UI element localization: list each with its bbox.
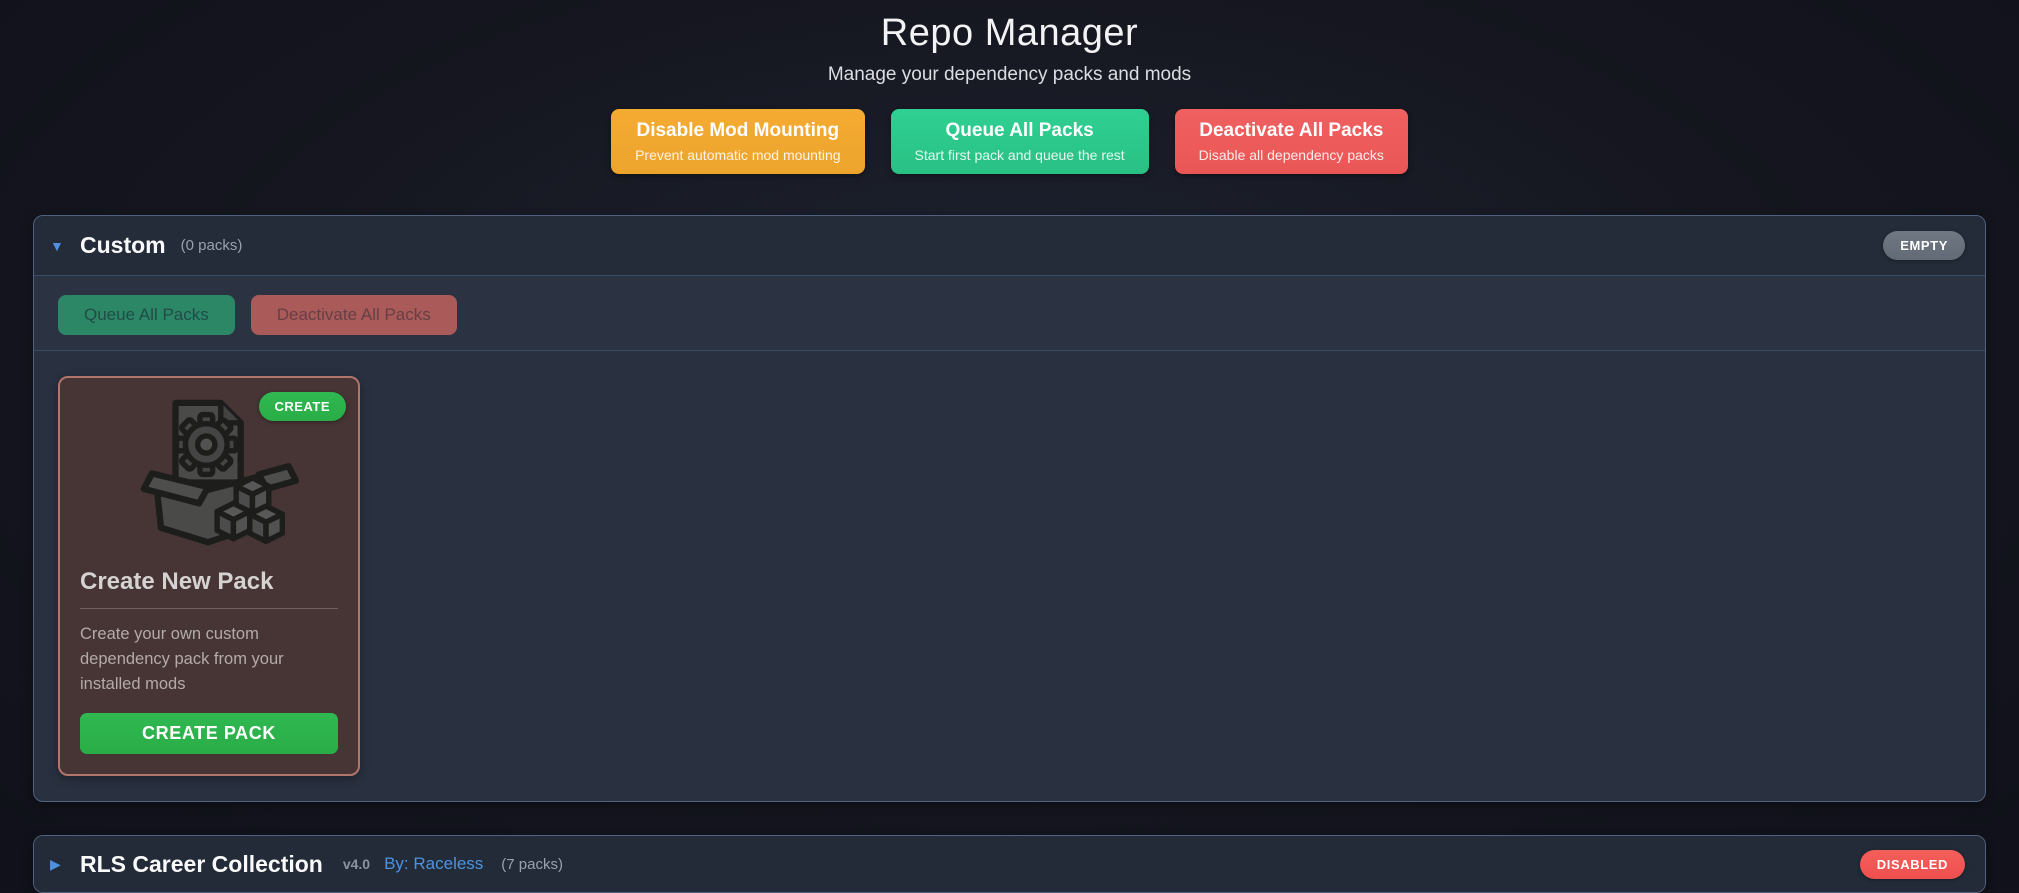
deactivate-all-packs-global-button[interactable]: Deactivate All Packs Disable all depende… <box>1174 109 1408 174</box>
create-pack-card-description: Create your own custom dependency pack f… <box>80 625 284 693</box>
queue-all-packs-label: Queue All Packs <box>945 120 1094 141</box>
section-rls-author-link[interactable]: By: Raceless <box>384 854 484 874</box>
deactivate-all-packs-sublabel: Disable all dependency packs <box>1198 147 1384 163</box>
page-header: Repo Manager Manage your dependency pack… <box>0 0 2019 174</box>
chevron-down-icon[interactable]: ▼ <box>50 237 64 254</box>
page-subtitle: Manage your dependency packs and mods <box>827 64 1192 85</box>
section-custom-header[interactable]: ▼ Custom (0 packs) EMPTY <box>34 216 1985 276</box>
card-divider <box>80 608 338 609</box>
section-rls-career-collection: ▶ RLS Career Collection v4.0 By: Raceles… <box>33 835 1986 893</box>
disable-mod-mounting-label: Disable Mod Mounting <box>636 120 840 141</box>
queue-all-packs-sublabel: Start first pack and queue the rest <box>914 147 1125 163</box>
package-box-icon <box>101 392 317 564</box>
queue-all-packs-global-button[interactable]: Queue All Packs Start first pack and que… <box>890 109 1149 174</box>
chevron-right-icon[interactable]: ▶ <box>50 855 61 872</box>
create-pack-card: CREATE <box>58 376 360 777</box>
section-rls-version: v4.0 <box>342 856 371 873</box>
section-custom-pack-count: (0 packs) <box>180 237 243 254</box>
section-custom: ▼ Custom (0 packs) EMPTY Queue All Packs… <box>33 215 1986 803</box>
disabled-status-badge: DISABLED <box>1859 849 1965 879</box>
queue-all-packs-section-button[interactable]: Queue All Packs <box>58 295 235 335</box>
section-rls-pack-count: (7 packs) <box>501 855 563 873</box>
section-custom-toolbar: Queue All Packs Deactivate All Packs <box>34 276 1985 351</box>
disable-mod-mounting-sublabel: Prevent automatic mod mounting <box>635 147 841 163</box>
deactivate-all-packs-label: Deactivate All Packs <box>1199 120 1384 141</box>
create-pack-button[interactable]: CREATE PACK <box>80 713 338 755</box>
section-custom-body: CREATE <box>34 351 1985 801</box>
create-pack-card-title: Create New Pack <box>80 568 274 595</box>
deactivate-all-packs-section-button[interactable]: Deactivate All Packs <box>250 295 457 335</box>
section-rls-header[interactable]: ▶ RLS Career Collection v4.0 By: Raceles… <box>34 836 1985 893</box>
create-badge: CREATE <box>258 392 346 421</box>
empty-status-badge: EMPTY <box>1883 231 1965 260</box>
page-title: Repo Manager <box>880 12 1139 54</box>
global-actions-row: Disable Mod Mounting Prevent automatic m… <box>0 109 2019 174</box>
section-rls-title: RLS Career Collection <box>80 850 323 877</box>
disable-mod-mounting-button[interactable]: Disable Mod Mounting Prevent automatic m… <box>611 109 865 174</box>
section-custom-title: Custom <box>80 232 166 258</box>
